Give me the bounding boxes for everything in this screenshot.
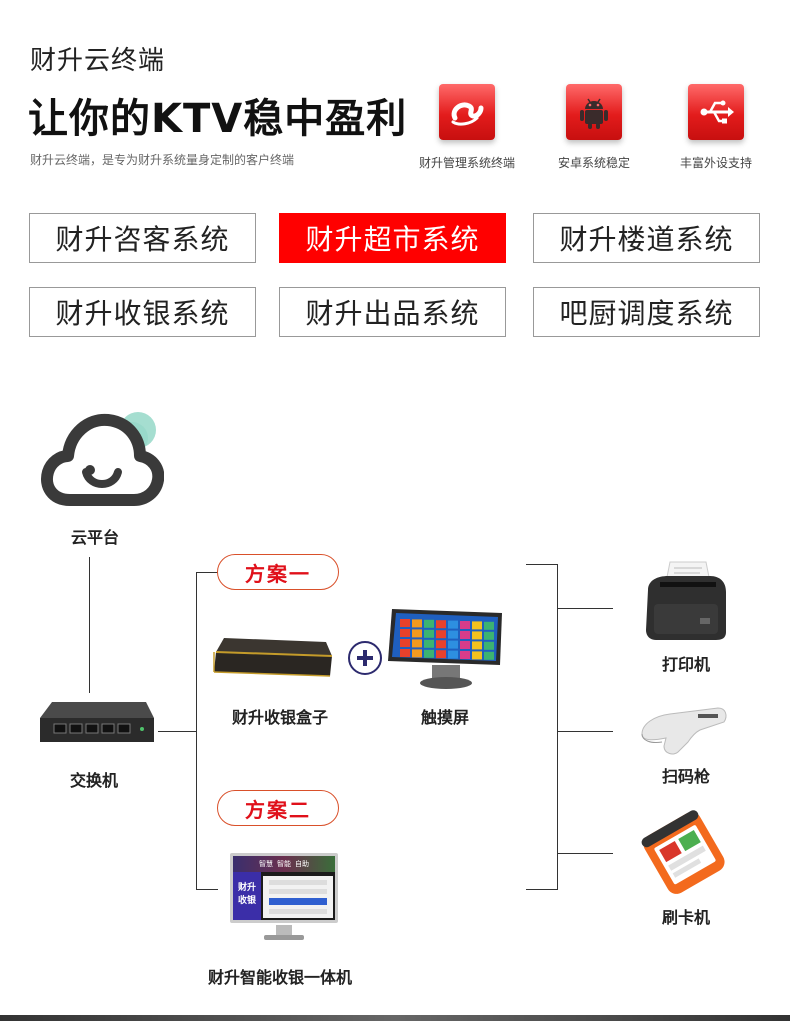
screen-tab: 智慧 (259, 860, 273, 868)
system-button-supermarket[interactable]: 财升超市系统 (279, 213, 506, 263)
printer-icon (640, 560, 732, 646)
connector-line (89, 557, 90, 693)
connector-line (526, 889, 558, 890)
barcode-scanner-icon (640, 700, 730, 760)
card-reader-label: 刷卡机 (661, 908, 710, 927)
touchscreen-tile (472, 631, 482, 640)
system-button-kitchen[interactable]: 吧厨调度系统 (533, 287, 760, 337)
all-in-one-label: 财升智能收银一体机 (207, 968, 352, 987)
plan-two-badge: 方案二 (217, 790, 339, 826)
touchscreen-tile (460, 651, 470, 659)
system-button-dispatch[interactable]: 财升出品系统 (279, 287, 506, 337)
printer-label: 打印机 (661, 655, 710, 674)
touchscreen-tile (484, 621, 494, 630)
touchscreen-tile (436, 620, 446, 629)
touchscreen-tile (400, 619, 410, 627)
scanner-label: 扫码枪 (661, 767, 710, 786)
connector-line (526, 564, 558, 565)
connector-line (557, 731, 613, 732)
feature-label: 财升管理系统终端 (418, 156, 515, 170)
touchscreen-tile (400, 629, 410, 637)
plus-icon (348, 641, 382, 675)
page-description: 财升云终端，是专为财升系统量身定制的客户终端 (30, 153, 295, 167)
system-button-corridor[interactable]: 财升楼道系统 (533, 213, 760, 263)
screen-brand: 财升 (237, 883, 256, 893)
touchscreen-tile (448, 620, 458, 629)
touchscreen-tile (424, 649, 434, 658)
screen-brand: 收银 (237, 896, 256, 906)
connector-line (557, 853, 613, 854)
touchscreen-tile (472, 651, 482, 660)
connector-line (158, 731, 196, 732)
touchscreen-tile (448, 650, 458, 659)
touchscreen-tile (460, 631, 470, 639)
screen-tab: 智能 (277, 860, 291, 868)
card-reader-icon (636, 810, 732, 900)
touchscreen-tile (472, 641, 482, 650)
feature-management-terminal: 财升管理系统终端 (402, 84, 532, 171)
touchscreen-tile (424, 639, 434, 648)
screen-tab: 自助 (295, 860, 309, 868)
feature-android-stable: 安卓系统稳定 (529, 84, 659, 171)
touchscreen-tile (424, 619, 434, 628)
android-icon (566, 84, 622, 140)
touchscreen-tile (412, 619, 422, 628)
feature-peripheral-support: 丰富外设支持 (651, 84, 781, 171)
cash-box-icon (210, 636, 334, 684)
connector-line (557, 608, 613, 609)
system-button-cashier[interactable]: 财升收银系统 (29, 287, 256, 337)
cloud-icon (40, 408, 165, 516)
touchscreen-tile (472, 621, 482, 630)
touchscreen-tile (448, 640, 458, 649)
connector-line (557, 564, 558, 890)
touchscreen-tile (484, 631, 494, 640)
touchscreen-tile (484, 651, 494, 660)
all-in-one-terminal-icon: 智慧 智能 自助 财升 收银 (230, 853, 338, 945)
touchscreen-tile (460, 621, 470, 629)
connector-line (196, 889, 218, 890)
cloud-platform-label: 云平台 (70, 528, 119, 547)
touchscreen-tile (400, 649, 410, 657)
plan-one-badge: 方案一 (217, 554, 339, 590)
touchscreen-tile (436, 650, 446, 659)
feature-label: 丰富外设支持 (679, 156, 752, 170)
system-button-reception[interactable]: 财升咨客系统 (29, 213, 256, 263)
touchscreen-tile (448, 630, 458, 639)
touchscreen-tile (412, 639, 422, 648)
logo-s-icon (439, 84, 495, 140)
touchscreen-tile (436, 640, 446, 649)
cash-box-label: 财升收银盒子 (231, 708, 328, 727)
touchscreen-tile (400, 639, 410, 647)
touchscreen-tile (412, 649, 422, 658)
connector-line (196, 572, 218, 573)
feature-label: 安卓系统稳定 (557, 156, 630, 170)
touchscreen-label: 触摸屏 (420, 708, 469, 727)
touchscreen-tile (436, 630, 446, 639)
bottom-divider (0, 1015, 790, 1021)
switch-label: 交换机 (69, 771, 118, 790)
page-title: 让你的KTV稳中盈利 (28, 96, 408, 142)
connector-line (196, 572, 197, 890)
usb-icon (688, 84, 744, 140)
network-switch-icon (38, 700, 156, 750)
touchscreen-tile (460, 641, 470, 649)
touchscreen-tile (412, 629, 422, 638)
touchscreen-icon (386, 607, 506, 695)
touchscreen-tile (484, 641, 494, 650)
page-subtitle: 财升云终端 (30, 46, 166, 76)
touchscreen-tile (424, 629, 434, 638)
